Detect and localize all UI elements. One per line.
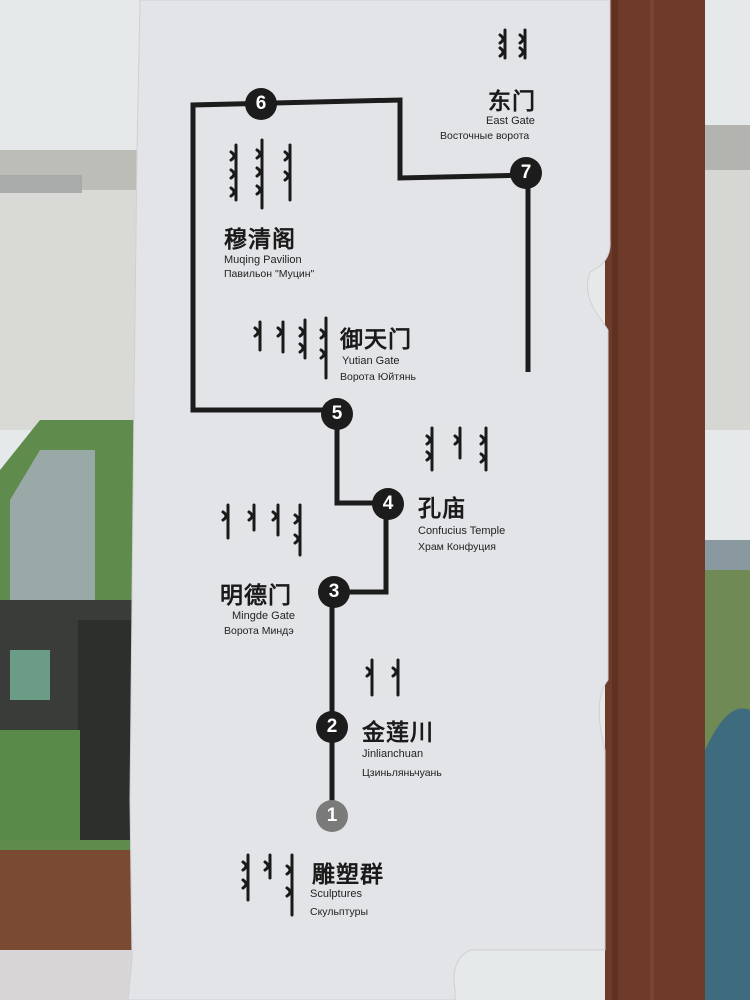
stop-3-name-zh: 明德门 xyxy=(220,583,292,609)
stop-1-marker: 1 xyxy=(316,800,348,832)
stop-2-name-en: Jinlianchuan xyxy=(362,748,424,760)
stop-4-name-en: Confucius Temple xyxy=(418,525,506,537)
stop-3-marker: 3 xyxy=(318,576,350,608)
stop-6-name-ru: Павильон "Муцин" xyxy=(224,268,315,280)
stop-3-name-ru: Ворота Миндэ xyxy=(224,625,294,637)
stop-4-name-ru: Храм Конфуция xyxy=(418,541,496,553)
stop-6-marker: 6 xyxy=(245,88,277,120)
stop-7-name-zh: 东门 xyxy=(488,89,536,115)
stop-2-name-zh: 金莲川 xyxy=(362,720,434,746)
stop-5-name-zh: 御天门 xyxy=(340,327,412,353)
stop-2-marker: 2 xyxy=(316,711,348,743)
stop-7-name-ru: Восточные ворота xyxy=(440,130,530,142)
stop-3-name-en: Mingde Gate xyxy=(232,610,295,622)
stop-5-marker: 5 xyxy=(321,398,353,430)
stop-6-name-zh: 穆清阁 xyxy=(224,227,296,253)
stop-5-name-en: Yutian Gate xyxy=(342,355,400,367)
stop-4-marker: 4 xyxy=(372,488,404,520)
stop-4-name-zh: 孔庙 xyxy=(418,496,466,522)
stop-7-name-en: East Gate xyxy=(486,115,535,127)
stop-5-name-ru: Ворота Юйтянь xyxy=(340,371,416,383)
stop-6-name-en: Muqing Pavilion xyxy=(224,254,302,266)
stop-2-name-ru: Цзиньляньчуань xyxy=(362,767,442,779)
stop-1-name-en: Sculptures xyxy=(310,888,362,900)
stop-1-name-ru: Скульптуры xyxy=(310,906,369,918)
stop-7-marker: 7 xyxy=(510,157,542,189)
stop-1-name-zh: 雕塑群 xyxy=(312,862,384,888)
